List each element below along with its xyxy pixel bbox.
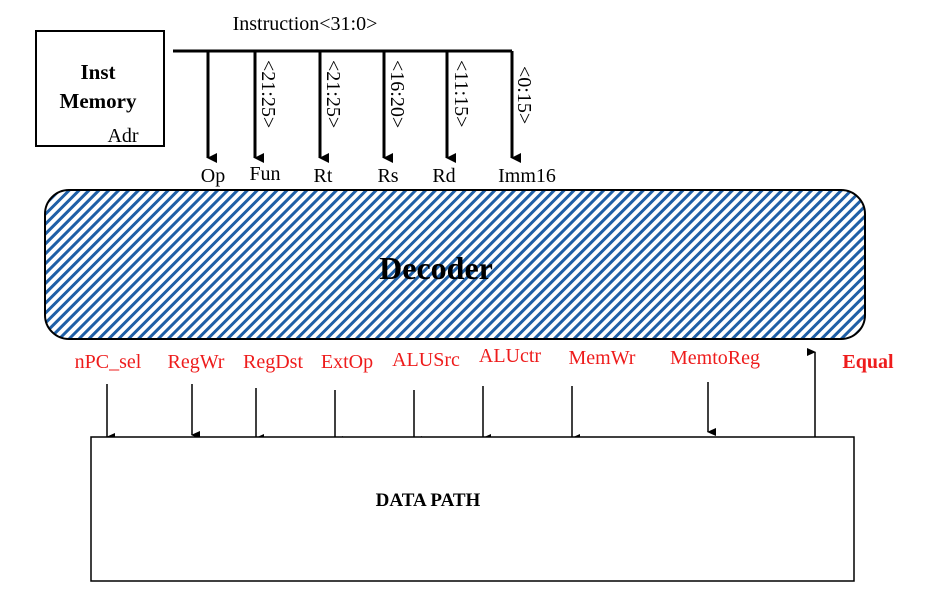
signal-equal: Equal <box>842 351 894 373</box>
field-name-rd: Rd <box>432 165 455 187</box>
signal-regdst: RegDst <box>243 351 303 373</box>
signal-aluctr: ALUctr <box>479 345 542 367</box>
rs-bit-range: <16:20> <box>386 60 408 128</box>
field-name-imm16: Imm16 <box>498 165 556 187</box>
signal-memtoreg: MemtoReg <box>670 347 760 369</box>
inst-memory-box <box>35 30 165 147</box>
inst-memory-title-1: Inst <box>80 60 115 84</box>
datapath-block <box>90 436 855 582</box>
signal-extop: ExtOp <box>321 351 373 373</box>
fun-bit-range: <21:25> <box>257 60 279 128</box>
rd-bit-range: <11:15> <box>450 60 472 127</box>
decoder-label: Decoder <box>379 250 493 286</box>
decoder-block <box>44 189 866 340</box>
field-name-rt: Rt <box>314 165 333 187</box>
signal-regwr: RegWr <box>168 351 225 373</box>
signal-alusrc: ALUSrc <box>392 349 460 371</box>
signal-memwr: MemWr <box>569 347 636 369</box>
signal-npc-sel: nPC_sel <box>75 351 142 373</box>
datapath-label: DATA PATH <box>376 490 481 511</box>
field-name-fun: Fun <box>249 163 280 185</box>
imm16-bit-range: <0:15> <box>513 66 535 124</box>
field-name-rs: Rs <box>377 165 398 187</box>
instruction-bus-label: Instruction<31:0> <box>233 13 378 35</box>
field-name-op: Op <box>201 165 225 187</box>
rt-bit-range: <21:25> <box>322 60 344 128</box>
inst-memory-adr-label: Adr <box>107 125 138 147</box>
inst-memory-title-2: Memory <box>60 89 137 113</box>
